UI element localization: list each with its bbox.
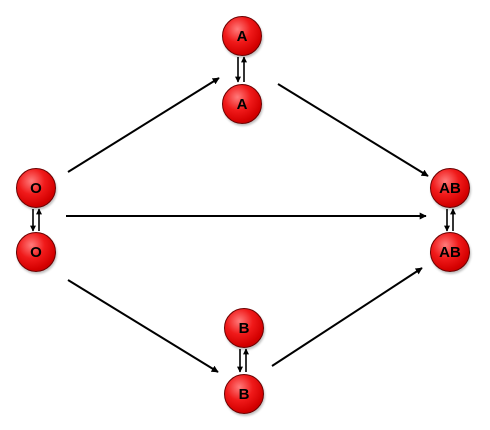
arrow-o-to-b bbox=[67, 279, 219, 373]
node-ab-bottom-label: AB bbox=[439, 243, 461, 261]
node-a-top: A bbox=[222, 16, 262, 56]
node-o-bottom: O bbox=[16, 232, 56, 272]
node-a-top-label: A bbox=[236, 27, 248, 45]
bidirectional-arrows-ab bbox=[444, 208, 456, 232]
node-a-bottom-label: A bbox=[236, 95, 248, 113]
node-ab-bottom: AB bbox=[430, 232, 470, 272]
arrow-o-to-a bbox=[67, 77, 220, 173]
node-a-bottom: A bbox=[222, 84, 262, 124]
node-o-bottom-label: O bbox=[30, 243, 42, 261]
node-b-bottom-label: B bbox=[238, 385, 250, 403]
node-o-top-label: O bbox=[30, 179, 42, 197]
arrow-a-to-ab bbox=[277, 83, 429, 177]
node-o-top: O bbox=[16, 168, 56, 208]
bidirectional-arrows-o bbox=[30, 208, 42, 232]
node-b-top-label: B bbox=[238, 319, 250, 337]
bidirectional-arrows-b bbox=[237, 348, 249, 373]
bidirectional-arrows-a bbox=[235, 56, 247, 83]
node-b-top: B bbox=[224, 308, 264, 348]
node-b-bottom: B bbox=[224, 374, 264, 414]
arrow-b-to-ab bbox=[271, 267, 423, 367]
node-ab-top-label: AB bbox=[439, 179, 461, 197]
node-ab-top: AB bbox=[430, 168, 470, 208]
